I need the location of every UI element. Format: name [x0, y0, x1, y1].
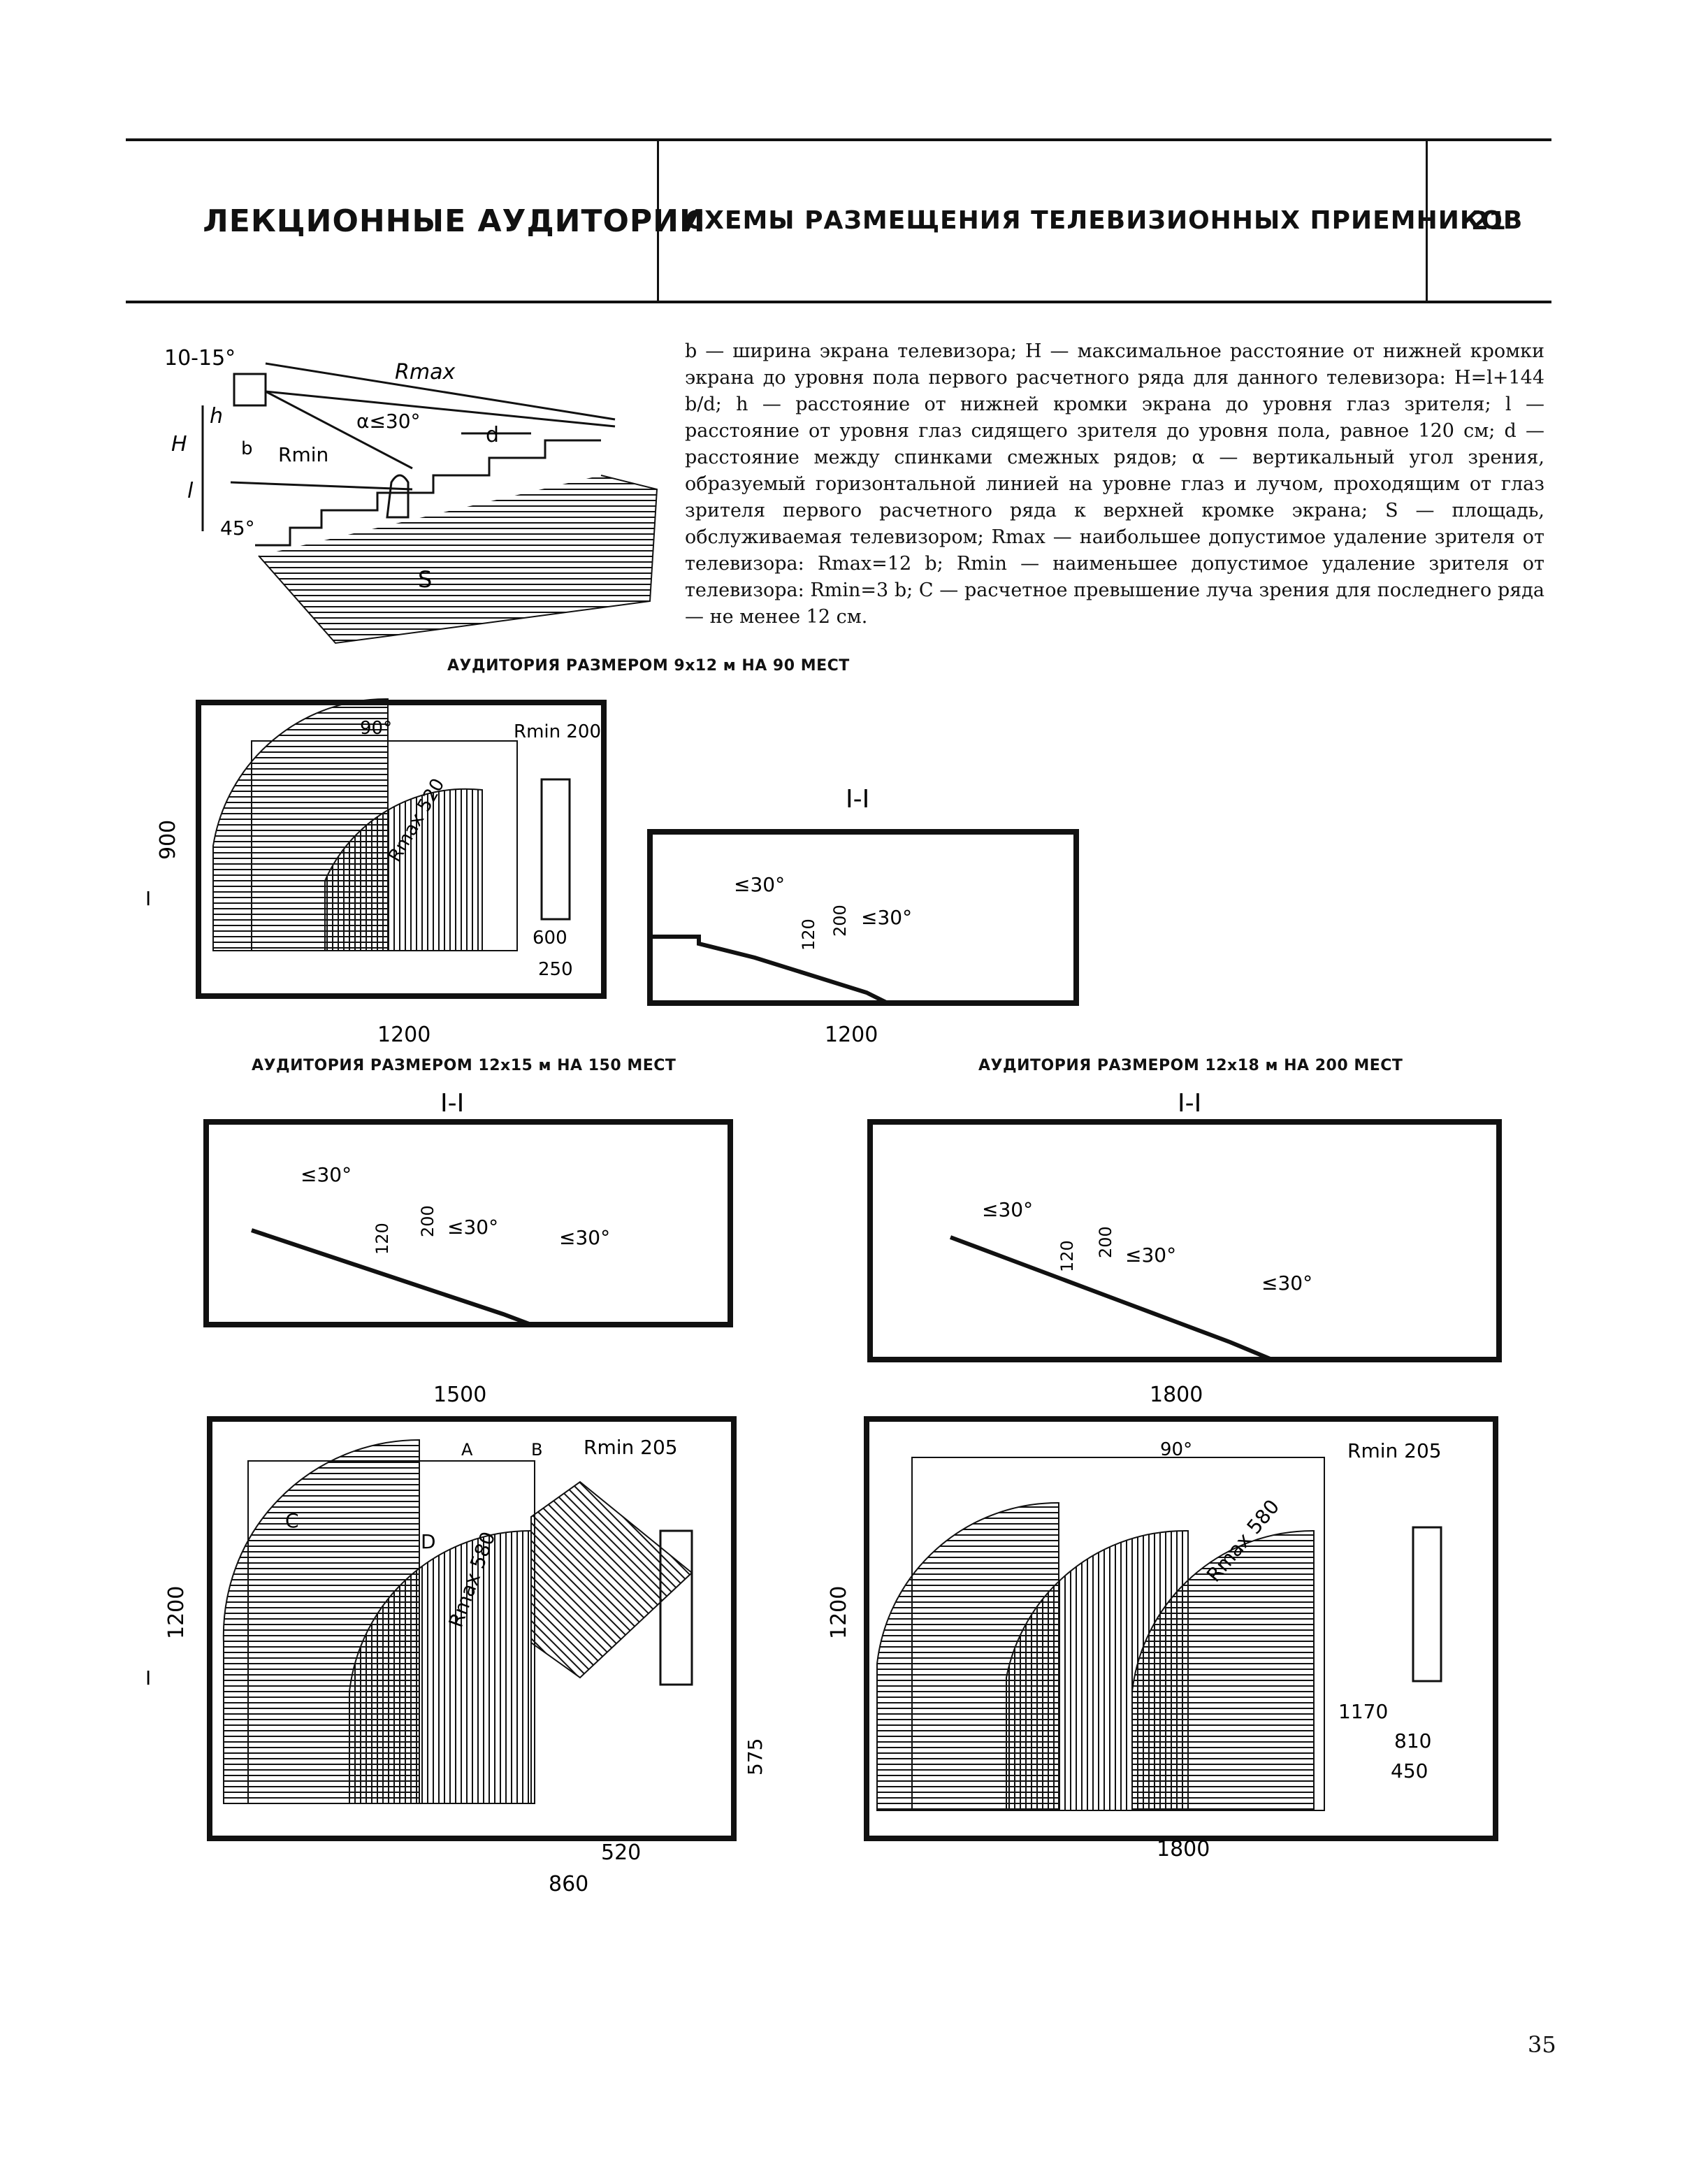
page-number: 35 [1528, 2031, 1556, 2058]
section-title: ЛЕКЦИОННЫЕ АУДИТОРИИ [203, 203, 706, 239]
room1-width: 1200 [377, 1023, 430, 1047]
room3-section [867, 1119, 1502, 1362]
room3-sec-angle-c: ≤30° [1261, 1271, 1312, 1295]
room3-rmin: Rmin 205 [1347, 1439, 1442, 1462]
room1-depth: 900 [156, 820, 180, 860]
room1-sec-200: 200 [830, 905, 850, 937]
schema-b-label: b [241, 438, 253, 459]
room1-sec-120: 120 [799, 918, 818, 951]
room3-section-title: I-I [1178, 1089, 1201, 1118]
room2-dim-860: 860 [549, 1872, 588, 1896]
room3-dim-1170: 1170 [1338, 1700, 1388, 1723]
room2-width: 1500 [433, 1383, 486, 1407]
room2-section [203, 1119, 733, 1327]
room2-section-mark: I [145, 1666, 151, 1690]
room2-dim-575: 575 [744, 1738, 767, 1775]
room3-sec-120: 120 [1057, 1240, 1077, 1272]
caption-room-9x12: АУДИТОРИЯ РАЗМЕРОМ 9x12 м НА 90 МЕСТ [447, 657, 850, 675]
room2-section-title: I-I [440, 1089, 464, 1118]
caption-room-12x15: АУДИТОРИЯ РАЗМЕРОМ 12x15 м НА 150 МЕСТ [252, 1057, 676, 1074]
tv-viewing-schema [201, 362, 658, 644]
room2-sec-200: 200 [418, 1205, 437, 1237]
room1-angle90: 90° [360, 718, 392, 739]
schema-rmax-label: Rmax [395, 360, 455, 384]
room3-sec-angle-b: ≤30° [1125, 1244, 1176, 1267]
room2-rmin: Rmin 205 [584, 1436, 678, 1459]
schema-45-label: 45° [220, 517, 255, 540]
room2-sec-120: 120 [372, 1223, 392, 1255]
room2-sec-angle-b: ≤30° [447, 1216, 498, 1239]
room1-section-title: I-I [846, 785, 869, 814]
room1-rmin: Rmin 200 [514, 721, 601, 742]
room1-sec-angle-a: ≤30° [734, 873, 785, 896]
room2-point-a: A [461, 1440, 473, 1460]
room3-sec-200: 200 [1096, 1226, 1115, 1258]
room2-dim-520: 520 [601, 1840, 641, 1865]
page-header: ЛЕКЦИОННЫЕ АУДИТОРИИ СХЕМЫ РАЗМЕЩЕНИЯ ТЕ… [126, 138, 1551, 303]
schema-d-label: d [486, 423, 499, 447]
room1-sec-angle-b: ≤30° [861, 906, 912, 929]
header-divider [657, 141, 659, 301]
schema-s-label: S [418, 566, 432, 593]
room2-plan [207, 1416, 737, 1841]
schema-rmin-label: Rmin [278, 443, 328, 466]
schema-H-label: H [171, 432, 187, 456]
legend-paragraph: b — ширина экрана телевизора; H — максим… [685, 340, 1544, 628]
room2-zone-d: D [421, 1530, 436, 1553]
room3-plan [864, 1416, 1498, 1841]
room3-width: 1800 [1150, 1383, 1203, 1407]
room2-depth: 1200 [164, 1586, 189, 1639]
viewer-figure [386, 474, 410, 519]
sheet-title: СХЕМЫ РАЗМЕЩЕНИЯ ТЕЛЕВИЗИОННЫХ ПРИЕМНИКО… [685, 206, 1524, 235]
room1-section-mark: I [145, 887, 151, 910]
room1-dim-600: 600 [533, 928, 567, 949]
room2-sec-angle-a: ≤30° [301, 1163, 352, 1186]
room1-section [647, 829, 1079, 1006]
schema-h-label: h [210, 404, 223, 428]
room2-point-b: B [531, 1440, 542, 1460]
schema-tilt-label: 10-15° [164, 346, 236, 370]
room3-sec-angle-a: ≤30° [982, 1198, 1033, 1221]
room3-width-bottom: 1800 [1157, 1837, 1210, 1861]
schema-l-label: l [187, 479, 194, 503]
room3-angle90: 90° [1160, 1439, 1192, 1460]
room1-sec-width: 1200 [825, 1023, 878, 1047]
room3-dim-450: 450 [1391, 1759, 1428, 1782]
room1-dim-250: 250 [538, 959, 573, 980]
sheet-number: 21 [1470, 206, 1507, 236]
room2-zone-c: C [285, 1509, 299, 1532]
schema-alpha-label: α≤30° [356, 410, 421, 433]
room2-sec-angle-c: ≤30° [559, 1226, 610, 1249]
room3-depth: 1200 [827, 1586, 851, 1639]
caption-room-12x18: АУДИТОРИЯ РАЗМЕРОМ 12x18 м НА 200 МЕСТ [978, 1057, 1403, 1074]
tv-set-icon [233, 373, 267, 407]
header-divider [1426, 141, 1428, 301]
room3-dim-810: 810 [1394, 1729, 1431, 1752]
room1-plan [196, 698, 607, 999]
